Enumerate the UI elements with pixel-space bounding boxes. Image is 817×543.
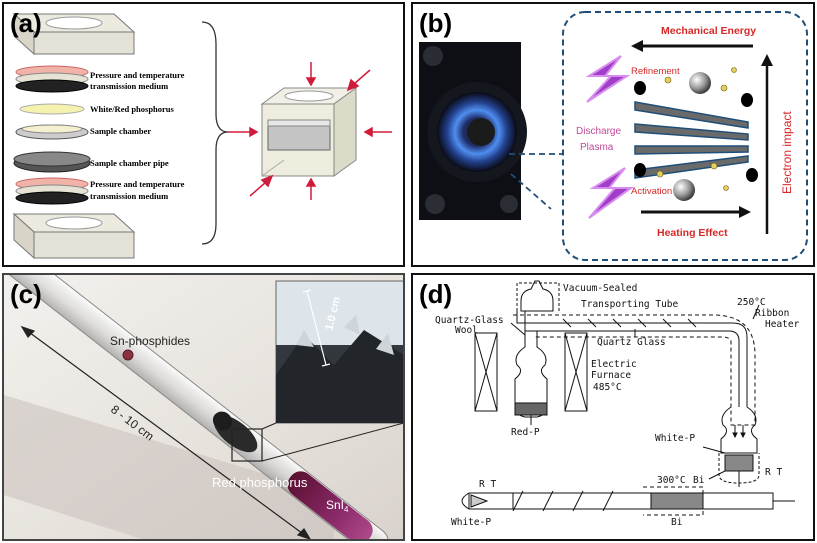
rt-bottom-label: R T xyxy=(479,479,496,490)
lightning-bolt-bottom xyxy=(588,167,635,219)
zoom-connectors xyxy=(509,153,563,210)
lightning-bolt-top xyxy=(585,55,631,103)
layer-label-2: transmission medium xyxy=(90,81,168,91)
crystal-inset xyxy=(275,280,403,424)
panel-b-diagram: Mechanical Energy Electron impact xyxy=(419,11,808,261)
red-phosphorus-label: Red phosphorus xyxy=(212,475,308,490)
grouping-brace xyxy=(201,21,229,245)
layer-label-6: Pressure and temperature xyxy=(90,179,185,189)
layer-label-1: Pressure and temperature xyxy=(90,70,185,80)
transporting-tube-label: Transporting Tube xyxy=(581,299,679,310)
electron-impact-label: Electron impact xyxy=(780,111,794,194)
quartz-glass-wool-label-2: Wool xyxy=(455,325,478,336)
layer-label-4: Sample chamber xyxy=(90,126,151,136)
heater-label: Heater xyxy=(765,319,800,330)
horizontal-tube xyxy=(461,486,795,516)
sealed-tip xyxy=(516,280,560,312)
electric-label: Electric xyxy=(591,359,637,370)
electric-furnace-right xyxy=(564,332,588,412)
glass-tube xyxy=(4,275,389,539)
pressure-medium-disc-bottom xyxy=(15,177,89,205)
electron-impact-arrow xyxy=(761,54,773,234)
plasma-photo xyxy=(419,42,527,220)
sample-chamber-pipe xyxy=(13,151,91,173)
electric-furnace-left xyxy=(474,332,498,412)
heating-effect-label: Heating Effect xyxy=(657,227,728,239)
furnace-label: Furnace xyxy=(591,370,631,381)
pressure-medium-disc-top xyxy=(15,65,89,93)
quartz-glass-label: Quartz Glass xyxy=(597,337,666,348)
sn-phosphide-droplet xyxy=(122,349,134,361)
panel-a: Pressure and temperature transmission me… xyxy=(2,2,405,267)
layer-label-5: Sample chamber pipe xyxy=(90,158,169,168)
refinement-label: Refinement xyxy=(631,66,680,77)
temp-485-label: 485°C xyxy=(593,382,622,393)
temp-300-label: 300°C xyxy=(657,475,686,486)
panel-b: Mechanical Energy Electron impact xyxy=(411,2,815,267)
ribbon-label: Ribbon xyxy=(755,308,789,319)
panel-c-label: (c) xyxy=(10,279,42,309)
mechanical-energy-arrow xyxy=(631,40,753,52)
rt-label: R T xyxy=(765,467,782,478)
panel-c: 1.0 cm 8 - 10 cm Sn-phosphides Red phosp… xyxy=(2,273,405,541)
top-pressure-block xyxy=(12,12,136,56)
bi-bottom-label: Bi xyxy=(671,517,683,528)
quartz-glass-wool-label-1: Quartz-Glass xyxy=(435,315,504,326)
panel-b-label: (b) xyxy=(419,8,453,38)
tube-shadow xyxy=(4,395,334,539)
red-p-vial xyxy=(514,331,548,418)
panel-d-label: (d) xyxy=(419,279,453,309)
panel-a-diagram: Pressure and temperature transmission me… xyxy=(12,12,392,260)
panel-d: Vacuum-Sealed Transporting Tube 250°C Ri… xyxy=(411,273,815,541)
bottom-pressure-block xyxy=(12,212,136,260)
zoom-lines xyxy=(261,422,403,462)
panel-d-diagram: Vacuum-Sealed Transporting Tube 250°C Ri… xyxy=(435,280,800,528)
heating-effect-arrow xyxy=(641,206,751,218)
inset-scale-bar xyxy=(302,289,331,367)
bi-label: Bi xyxy=(693,475,705,486)
temp-250-label: 250°C xyxy=(737,297,766,308)
sn-phosphides-label: Sn-phosphides xyxy=(110,334,190,348)
discharge-label: Discharge xyxy=(576,126,621,137)
white-p-vial xyxy=(718,406,760,487)
label-leaders xyxy=(510,304,760,480)
sni4-label: SnI4 xyxy=(326,498,349,514)
sample-chamber-disc xyxy=(15,124,89,140)
mechanical-energy-label: Mechanical Energy xyxy=(661,25,756,37)
vacuum-sealed-label: Vacuum-Sealed xyxy=(563,283,637,294)
phosphorus-disc xyxy=(19,103,85,115)
plasma-label: Plasma xyxy=(580,142,614,153)
red-p-label: Red-P xyxy=(511,427,540,438)
mechanism-box xyxy=(562,11,808,261)
panel-a-label: (a) xyxy=(10,8,42,38)
length-arrow xyxy=(20,325,311,539)
assembled-cube xyxy=(260,87,358,177)
layer-label-7: transmission medium xyxy=(90,191,168,201)
white-p-bottom-label: White-P xyxy=(451,517,491,528)
electrode-rods xyxy=(634,101,749,179)
layer-label-3: White/Red phosphorus xyxy=(90,104,175,114)
zoom-box xyxy=(231,428,263,462)
pressure-arrows xyxy=(228,62,392,200)
panel-c-photo: 1.0 cm 8 - 10 cm Sn-phosphides Red phosp… xyxy=(4,275,403,539)
activation-label: Activation xyxy=(631,186,672,197)
milling-balls xyxy=(634,67,758,201)
white-p-label: White-P xyxy=(655,433,695,444)
